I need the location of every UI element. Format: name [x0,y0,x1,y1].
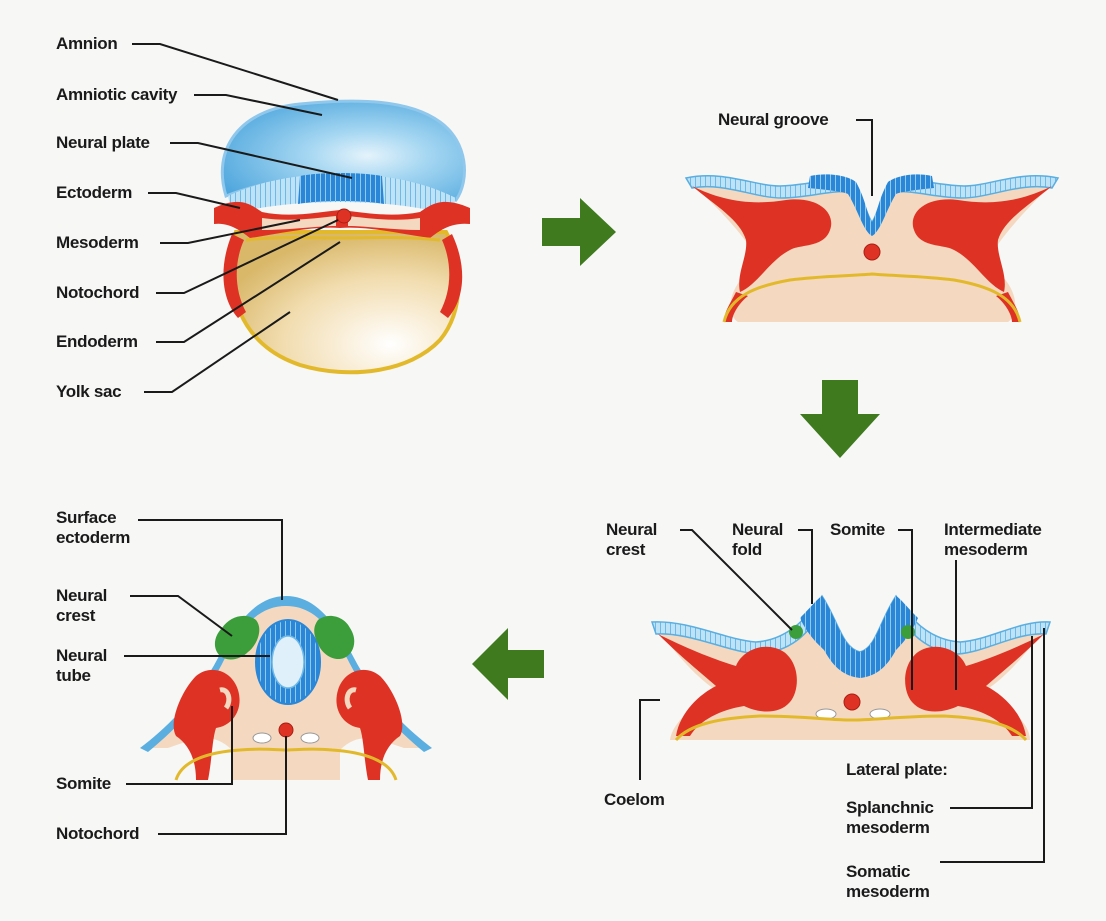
label-somite-3: Somite [830,520,885,540]
arrow-down [800,380,880,458]
label-neural-plate: Neural plate [56,133,150,153]
label-notochord-4: Notochord [56,824,139,844]
label-neural-crest-4: Neural crest [56,586,107,626]
label-somatic-mesoderm: Somatic mesoderm [846,862,930,902]
label-somite-4: Somite [56,774,111,794]
label-amnion: Amnion [56,34,117,54]
panel-1-embryo [214,101,470,372]
label-ectoderm: Ectoderm [56,183,132,203]
label-lateral-plate: Lateral plate: [846,760,948,780]
label-neural-tube: Neural tube [56,646,107,686]
label-neural-crest-3: Neural crest [606,520,657,560]
label-coelom: Coelom [604,790,665,810]
panel-2-leader-lines [856,120,872,196]
yolk-sac-shape [232,232,459,372]
label-splanchnic-mesoderm: Splanchnic mesoderm [846,798,934,838]
label-surface-ectoderm: Surface ectoderm [56,508,130,548]
label-intermediate-mesoderm: Intermediate mesoderm [944,520,1042,560]
label-mesoderm: Mesoderm [56,233,139,253]
notochord-dot-2 [864,244,880,260]
label-neural-fold: Neural fold [732,520,783,560]
label-endoderm: Endoderm [56,332,138,352]
label-neural-groove: Neural groove [718,110,828,130]
notochord-dot-1 [337,209,351,223]
notochord-dot-4 [279,723,293,737]
notochord-dot-3 [844,694,860,710]
arrow-left [472,628,544,700]
label-amniotic-cavity: Amniotic cavity [56,85,177,105]
neural-crest-dot-left [789,625,803,639]
panel-3-neural-fold [652,596,1050,740]
arrow-right [542,198,616,266]
label-notochord: Notochord [56,283,139,303]
label-yolk-sac: Yolk sac [56,382,121,402]
panel-2-neural-groove [686,174,1058,322]
